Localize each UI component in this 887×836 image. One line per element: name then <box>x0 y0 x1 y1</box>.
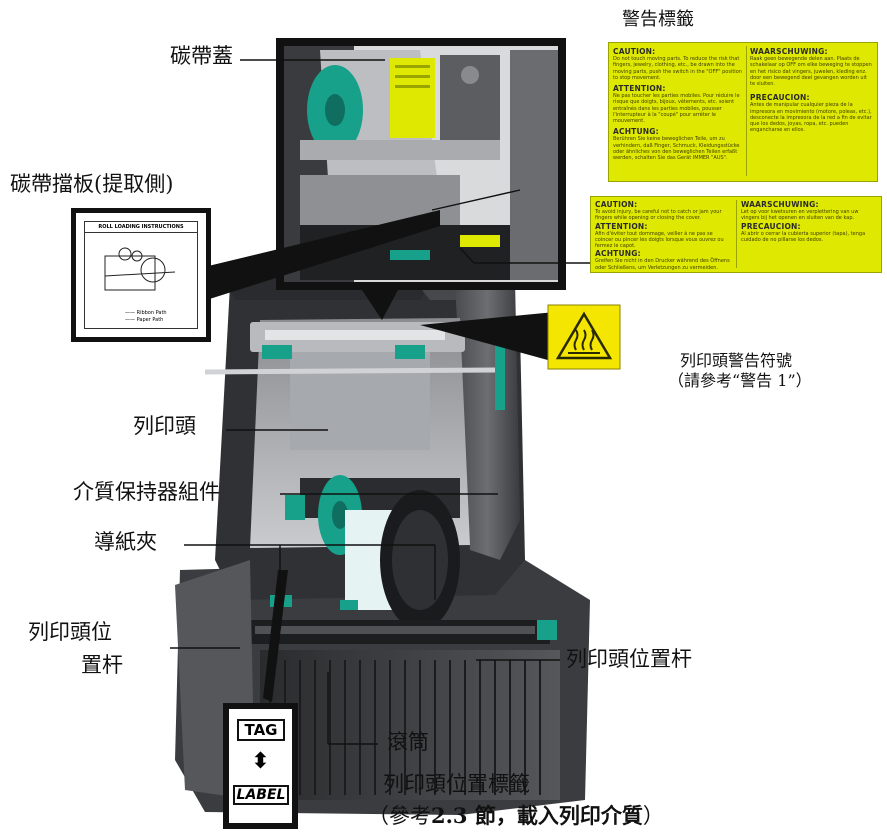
inset-wedge <box>362 290 398 320</box>
tag-text: TAG <box>237 719 285 741</box>
tag-label-arrow-icon: ⬍ <box>251 749 270 774</box>
label-ribbon-shaft-holder: 碳帶擋板(提取側) <box>10 172 174 196</box>
label-head-lever-right: 列印頭位置杆 <box>566 647 692 671</box>
label-head-position-ref: （參考2.3 節，載入列印介質） <box>368 803 664 828</box>
attention-heading-small: ATTENTION: <box>595 221 648 231</box>
label-platen: 滾筒 <box>387 730 429 754</box>
precaucion-heading: PRECAUCION: <box>750 93 810 103</box>
legend-ribbon-path: Ribbon Path <box>136 310 167 316</box>
label-head-position-label: 列印頭位置標籤 <box>383 772 530 796</box>
legend-paper-path: Paper Path <box>136 317 164 323</box>
hot-surface-icon <box>547 304 621 370</box>
label-text: LABEL <box>233 785 289 805</box>
tag-label-badge: TAG ⬍ LABEL <box>223 703 298 829</box>
waarschuwing-heading: WAARSCHUWING: <box>750 47 828 56</box>
achtung-text-small: Greifen Sie nicht in den Drucker während… <box>595 258 730 271</box>
tag-label-wedge <box>263 570 288 702</box>
warning-label-large: CAUTION: Do not touch moving parts. To r… <box>608 42 878 182</box>
attention-heading: ATTENTION: <box>613 84 666 93</box>
achtung-heading-small: ACHTUNG: <box>595 249 641 259</box>
roll-path-icon <box>104 247 176 291</box>
roll-card-title: ROLL LOADING INSTRUCTIONS <box>85 222 197 233</box>
waarschuwing-heading-small: WAARSCHUWING: <box>741 200 819 209</box>
achtung-heading: ACHTUNG: <box>613 127 659 137</box>
attention-text-small: Afin d'éviter tout dommage, veiller à ne… <box>595 230 724 250</box>
warning-label-small: CAUTION: To avoid injury, be careful not… <box>590 196 882 273</box>
roll-loading-card: ROLL LOADING INSTRUCTIONS —— Ribbon Path… <box>71 208 211 342</box>
achtung-text: Berühren Sie keine beweglichen Teile, um… <box>613 136 740 161</box>
label-ribbon-cover: 碳帶蓋 <box>170 44 233 68</box>
label-print-head-warning-ref: （請參考“警告 1”） <box>668 371 812 390</box>
waarschuwing-text-small: Let op voor kwetsuren en verplettering v… <box>741 209 859 222</box>
caution-heading: CAUTION: <box>613 47 656 56</box>
attention-text: Ne pas toucher les parties mobiles. Pour… <box>613 93 740 124</box>
ref-suffix: ） <box>642 804 664 828</box>
ref-bold: 2.3 節，載入列印介質 <box>431 803 643 828</box>
hot-symbol-wedge <box>420 312 555 362</box>
caution-text: Do not touch moving parts. To reduce the… <box>613 56 742 81</box>
caution-heading-small: CAUTION: <box>595 200 638 209</box>
label-warning-labels: 警告標籤 <box>622 9 694 30</box>
ref-prefix: （參考 <box>368 804 431 828</box>
leader-lines <box>170 59 590 745</box>
label-head-lever-left-2: 置杆 <box>81 653 123 677</box>
precaucion-heading-small: PRECAUCION: <box>741 221 801 231</box>
label-media-holder-assembly: 介質保持器組件 <box>73 480 220 504</box>
label-head-lever-left-1: 列印頭位 <box>28 620 112 644</box>
roll-card-wedge <box>200 210 440 302</box>
precaucion-text-small: Al abrir o cerrar la cubierta superior (… <box>741 230 866 243</box>
label-print-head-warning-symbol: 列印頭警告符號 <box>680 351 793 370</box>
label-paper-guide: 導紙夾 <box>94 530 157 554</box>
precaucion-text: Antes de manipular cualquier pieza de la… <box>750 102 872 134</box>
waarschuwing-text: Raak geen bewegende delen aan. Plaats de… <box>750 56 872 87</box>
label-print-head: 列印頭 <box>133 414 196 438</box>
caution-text-small: To avoid injury, be careful not to catch… <box>595 209 722 222</box>
